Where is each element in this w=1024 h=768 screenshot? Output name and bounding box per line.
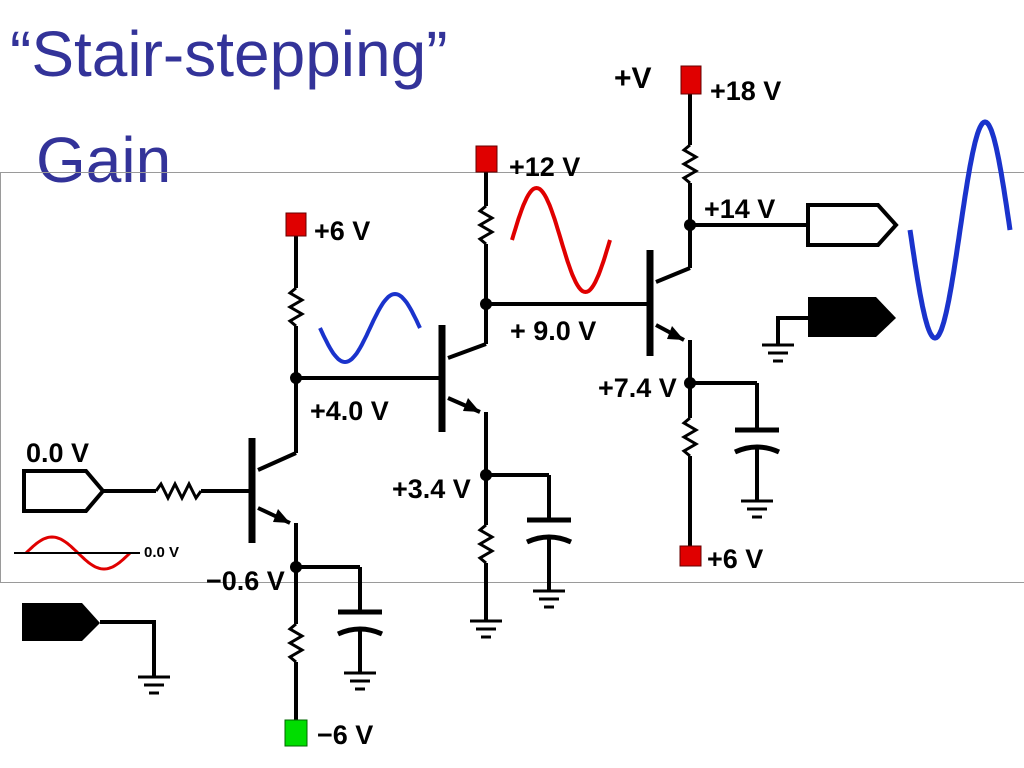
- stage2-collector-resistor: [477, 204, 495, 246]
- stage2-output-waveform: [510, 185, 612, 295]
- stage-1: [104, 236, 442, 722]
- stage3-collector-lead: [655, 266, 691, 284]
- stage1-emitter-resistor: [287, 622, 305, 664]
- input-ground-reference: [22, 603, 170, 695]
- input-ground-icon: [138, 675, 170, 695]
- slide-title-line-2: Gain: [36, 124, 172, 196]
- stage3-emitter-resistor: [681, 416, 699, 458]
- stage1-collector-lead: [257, 451, 297, 472]
- stage3-collector-node-dot: [684, 219, 696, 231]
- stage3-capacitor-ground-icon: [741, 499, 773, 519]
- supply-neg6v-label: −6 V: [317, 720, 373, 750]
- stage2-ground-icon: [470, 619, 502, 639]
- supply-6v-label-stage3: +6 V: [707, 544, 763, 574]
- node-3-4v-label: +3.4 V: [392, 474, 471, 504]
- input-signal-connector: [22, 469, 106, 513]
- supply-neg6v-terminal: [284, 719, 308, 747]
- stage1-capacitor-ground-icon: [344, 671, 376, 691]
- supply-12v-label: +12 V: [509, 152, 580, 182]
- stage1-collector-node-dot: [290, 372, 302, 384]
- node-14v-label: +14 V: [704, 194, 775, 224]
- slide-title-line-1: “Stair-stepping”: [10, 18, 448, 90]
- stage2-collector-node-dot: [480, 298, 492, 310]
- stage-2: [438, 172, 650, 620]
- stage1-output-waveform: [318, 291, 422, 365]
- output-ground-wire: [776, 316, 808, 344]
- stage2-emitter-node-dot: [480, 469, 492, 481]
- stage1-emitter-node-dot: [290, 561, 302, 573]
- supply-6v-terminal-stage3: [679, 545, 702, 567]
- node-9v-label: + 9.0 V: [510, 316, 596, 346]
- supply-18v-label: +18 V: [710, 76, 781, 106]
- input-ac-label: 0.0 V: [144, 544, 179, 561]
- node-4v-label: +4.0 V: [310, 396, 389, 426]
- input-base-resistor: [154, 480, 203, 502]
- node-7-4v-label: +7.4 V: [598, 373, 677, 403]
- input-ground-wire: [100, 620, 156, 676]
- supply-6v-label-stage1: +6 V: [314, 216, 370, 246]
- stage2-collector-lead: [447, 342, 487, 360]
- node-neg0-6v-label: −0.6 V: [206, 566, 285, 596]
- stage3-output-waveform: [907, 119, 1013, 341]
- stage2-capacitor-ground-icon: [533, 589, 565, 609]
- output-signal-connector: [806, 203, 899, 247]
- stage1-collector-resistor: [287, 286, 305, 328]
- input-dc-label: 0.0 V: [26, 438, 89, 468]
- stage-3: [646, 94, 808, 546]
- input-ground-connector: [22, 603, 100, 641]
- stage3-collector-resistor: [681, 143, 699, 185]
- supply-symbol-label: +V: [614, 62, 652, 95]
- stage3-emitter-arrow-icon: [667, 326, 684, 340]
- supply-18v-terminal: [680, 65, 702, 95]
- stage2-emitter-arrow-icon: [463, 398, 480, 412]
- output-ground-connector: [808, 297, 896, 337]
- supply-12v-terminal: [475, 145, 498, 173]
- output-ground-icon: [762, 343, 794, 363]
- supply-6v-terminal-stage1: [285, 212, 307, 237]
- stage2-emitter-resistor: [477, 523, 495, 565]
- stage1-emitter-arrow-icon: [273, 509, 290, 523]
- stage3-emitter-node-dot: [684, 377, 696, 389]
